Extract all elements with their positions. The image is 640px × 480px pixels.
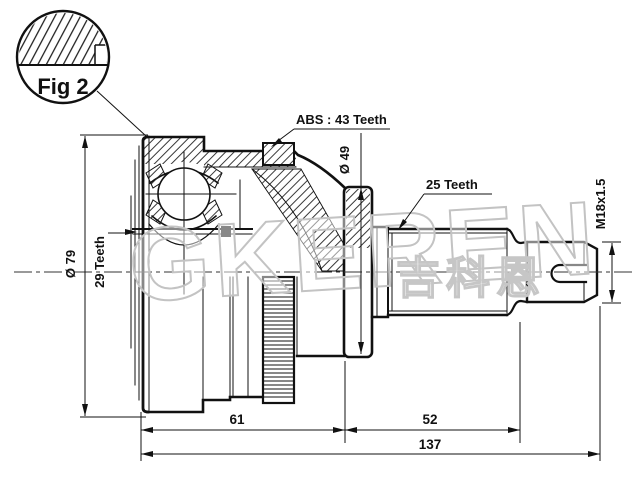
abs-tone-ring-exterior xyxy=(261,275,296,405)
dim-thread xyxy=(602,241,621,304)
section-hatch-rim xyxy=(143,137,204,164)
bearing-ball-assembly xyxy=(132,151,253,295)
circlip xyxy=(221,226,231,237)
watermark: GKEREN 吉科恩 xyxy=(125,179,602,325)
dim-body-diameter xyxy=(80,134,148,418)
hub-spline-label: 29 Teeth xyxy=(92,236,107,288)
bell-inner-curve xyxy=(251,168,323,272)
abs-tone-ring-section xyxy=(262,142,295,166)
dim-joint-length xyxy=(140,361,346,461)
abs-teeth-label: ABS : 43 Teeth xyxy=(296,112,387,127)
dim-shaft-length xyxy=(345,322,521,443)
balloon-leader-line xyxy=(96,90,147,137)
body-diameter-label: Ø 79 xyxy=(63,250,78,278)
fig-label: Fig 2 xyxy=(37,74,88,99)
cage-arc xyxy=(148,223,220,246)
dim-boot-seat-diameter xyxy=(358,133,364,354)
thread-spec-label: M18x1.5 xyxy=(593,179,608,230)
annotation-labels: ABS : 43 Teeth 25 Teeth Ø 79 29 Teeth Ø … xyxy=(63,112,608,452)
balloon-hatch xyxy=(19,13,107,65)
outer-race-top-profile xyxy=(146,135,264,153)
shaft-spline-label: 25 Teeth xyxy=(426,177,478,192)
callout-hub-spline xyxy=(108,229,137,235)
overall-length-value: 137 xyxy=(419,437,442,452)
watermark-brand-text: GKEREN xyxy=(126,180,601,324)
dimension-lines xyxy=(80,128,621,461)
shaft-length-value: 52 xyxy=(422,412,437,427)
bell-mouth-face xyxy=(141,135,150,414)
bell-neck-curve xyxy=(292,149,347,190)
abs-serrations xyxy=(263,280,294,398)
watermark-cjk-text: 吉科恩 xyxy=(396,253,546,304)
cotter-slot xyxy=(550,263,588,284)
neck-groove xyxy=(505,299,529,317)
callout-abs-ring xyxy=(271,128,390,147)
dim-overall-length xyxy=(141,306,601,461)
boot-seat-diameter-label: Ø 49 xyxy=(337,146,352,174)
fig-balloon: Fig 2 xyxy=(15,9,147,137)
callout-shaft-spline xyxy=(398,193,492,230)
bell-bottom-profile xyxy=(146,395,265,414)
joint-length-value: 61 xyxy=(229,412,245,427)
neck-groove xyxy=(505,227,529,245)
